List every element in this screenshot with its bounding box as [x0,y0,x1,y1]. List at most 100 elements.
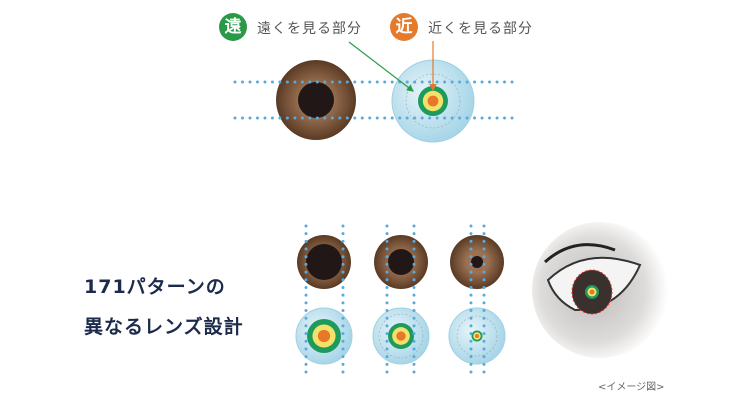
guide-dot [482,239,486,243]
guide-dot [412,255,416,259]
guide-dot [412,224,416,228]
guide-dot [248,116,252,120]
guide-dot [368,80,372,84]
guide-dot [482,316,486,320]
guide-dot [482,332,486,336]
guide-dot [385,370,389,374]
guide-dot [341,316,345,320]
guide-dot [495,80,499,84]
guide-dot [482,270,486,274]
guide-dot [469,309,473,313]
guide-dot [323,116,327,120]
guide-dot [482,255,486,259]
guide-dot [469,285,473,289]
guide-dot [304,339,308,343]
guide-dot [385,301,389,305]
guide-dot [341,324,345,328]
guide-dot [341,347,345,351]
guide-dot [285,80,289,84]
guide-dot [482,370,486,374]
guide-dot [473,116,477,120]
guide-dot [469,255,473,259]
guide-dot [255,116,259,120]
guide-dot [482,324,486,328]
near-label: 近くを見る部分 [428,21,533,37]
guide-dot [304,270,308,274]
guide-dot [304,247,308,251]
guide-dot [420,116,424,120]
guide-dot [412,309,416,313]
guide-dot [341,285,345,289]
guide-dot [304,309,308,313]
guide-dot [390,116,394,120]
guide-dot [304,362,308,366]
guide-dot [469,347,473,351]
guide-dot [341,370,345,374]
guide-dot [304,347,308,351]
guide-dot [341,224,345,228]
guide-dot [398,116,402,120]
guide-dot [341,239,345,243]
guide-dot [385,247,389,251]
far-badge: 遠 [219,13,247,41]
guide-dot [341,270,345,274]
guide-dot [293,80,297,84]
guide-dot [385,355,389,359]
guide-dot [503,116,507,120]
guide-dot [435,80,439,84]
pupil [471,256,483,268]
guide-dot [385,339,389,343]
pupil [306,244,342,280]
guide-dot [385,324,389,328]
guide-dot [383,80,387,84]
guide-dot [469,278,473,282]
guide-dot [341,278,345,282]
guide-dot [413,80,417,84]
guide-dot [330,80,334,84]
guide-dot [304,239,308,243]
guide-dot [338,80,342,84]
guide-dot [469,332,473,336]
guide-dot [482,293,486,297]
guide-dot [412,339,416,343]
guide-dot [473,80,477,84]
guide-dot [385,362,389,366]
guide-dot [495,116,499,120]
guide-dot [385,332,389,336]
guide-dot [341,255,345,259]
headline-line1: 171パターンの [84,276,226,298]
guide-dot [383,116,387,120]
guide-dot [482,309,486,313]
guide-dot [385,270,389,274]
near-badge: 近 [390,13,418,41]
guide-dot [412,278,416,282]
guide-dot [385,309,389,313]
guide-dot [443,116,447,120]
guide-dot [308,80,312,84]
guide-dot [385,232,389,236]
guide-dot [341,262,345,266]
guide-dot [338,116,342,120]
guide-dot [385,285,389,289]
guide-dot [482,347,486,351]
guide-dot [341,339,345,343]
guide-dot [360,80,364,84]
guide-dot [405,116,409,120]
guide-dot [412,262,416,266]
guide-dot [341,362,345,366]
guide-dot [304,262,308,266]
guide-dot [482,362,486,366]
guide-dot [469,301,473,305]
guide-dot [482,262,486,266]
guide-dot [263,116,267,120]
guide-dot [482,339,486,343]
guide-dot [469,339,473,343]
guide-dot [304,232,308,236]
guide-dot [428,80,432,84]
guide-dot [510,80,514,84]
far-arrow [348,41,414,92]
guide-dot [482,224,486,228]
guide-dot [304,355,308,359]
guide-dot [412,239,416,243]
guide-dot [412,370,416,374]
